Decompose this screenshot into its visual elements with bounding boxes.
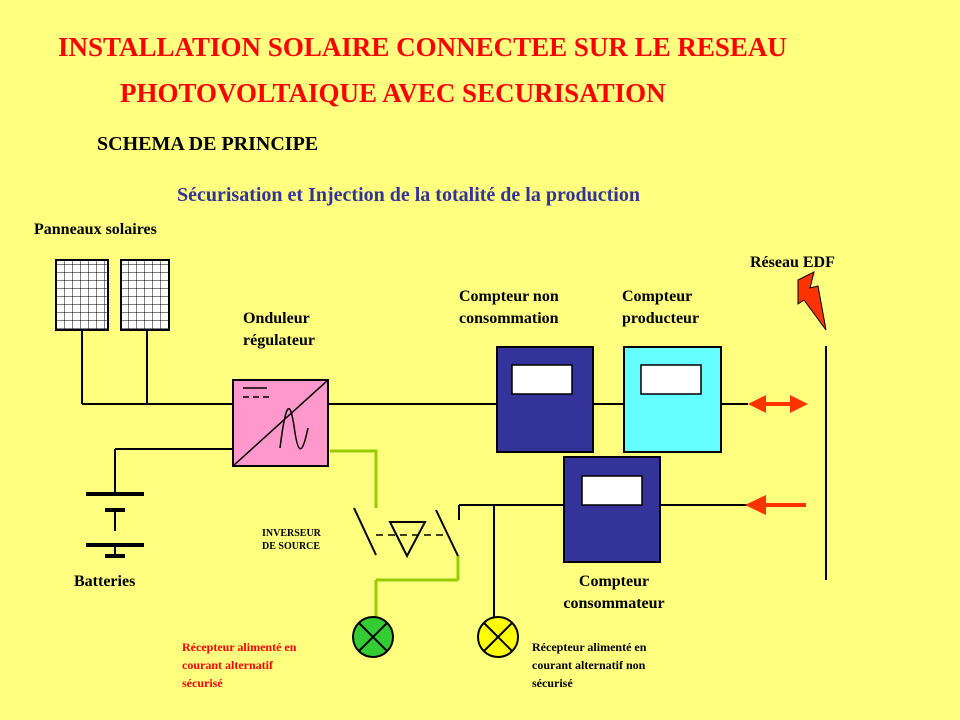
meter-producer-label: Compteur producteur	[622, 286, 699, 330]
meter-consumer-label-line: Compteur	[578, 573, 650, 590]
grid-label: Réseau EDF	[750, 254, 835, 271]
title-line-1: INSTALLATION SOLAIRE CONNECTEE SUR LE RE…	[58, 32, 787, 62]
wiring	[81, 330, 827, 618]
unsecured-load-label: Récepteur alimenté en courant alternatif…	[532, 638, 646, 692]
secured-load-label-line: sécurisé	[182, 676, 223, 690]
batteries-label: Batteries	[74, 573, 136, 590]
title-line-2: PHOTOVOLTAIQUE AVEC SECURISATION	[120, 78, 666, 108]
source-switch-label: INVERSEUR DE SOURCE	[262, 527, 321, 553]
secured-wiring	[330, 449, 460, 620]
meter-non-consumption-label: Compteur non consommation	[459, 286, 559, 330]
diagram-heading: Sécurisation et Injection de la totalité…	[177, 184, 640, 206]
meter-consumer-label: Compteur consommateur	[534, 571, 694, 615]
meter-consumer-icon	[563, 456, 661, 563]
meter-non-consumption-label-line: Compteur non	[459, 288, 559, 305]
meter-consumer-label-line: consommateur	[563, 595, 665, 612]
source-switch-icon	[353, 505, 460, 559]
source-switch-label-line: DE SOURCE	[262, 541, 321, 552]
secured-load-label: Récepteur alimenté en courant alternatif…	[182, 638, 296, 692]
subtitle: SCHEMA DE PRINCIPE	[97, 133, 319, 155]
lightning-icon	[797, 271, 827, 331]
solar-panel-icon	[120, 259, 170, 331]
inverter-label-line: Onduleur	[243, 310, 310, 327]
solar-panels-label: Panneaux solaires	[34, 221, 157, 238]
battery-icon	[86, 492, 144, 558]
meter-producer-label-line: producteur	[622, 310, 700, 327]
inverter-icon	[232, 379, 329, 467]
secured-load-label-line: courant alternatif	[182, 658, 273, 672]
unsecured-load-label-line: sécurisé	[532, 676, 573, 690]
meter-non-consumption-icon	[496, 346, 594, 453]
source-switch-label-line: INVERSEUR	[262, 528, 321, 539]
meter-non-consumption-label-line: consommation	[459, 310, 559, 327]
secured-load-label-line: Récepteur alimenté en	[182, 640, 297, 654]
meter-producer-label-line: Compteur	[622, 288, 693, 305]
inverter-label: Onduleur régulateur	[243, 308, 315, 352]
left-arrow-icon	[745, 495, 806, 515]
inverter-label-line: régulateur	[243, 332, 315, 349]
unsecured-load-label-line: Récepteur alimenté en	[532, 640, 647, 654]
unsecured-lamp-icon	[477, 616, 519, 658]
meter-producer-icon	[623, 346, 722, 453]
solar-panel-icon	[55, 259, 109, 331]
unsecured-load-label-line: courant alternatif non	[532, 658, 646, 672]
secured-lamp-icon	[352, 616, 394, 658]
bidirectional-arrow-icon	[748, 395, 808, 413]
